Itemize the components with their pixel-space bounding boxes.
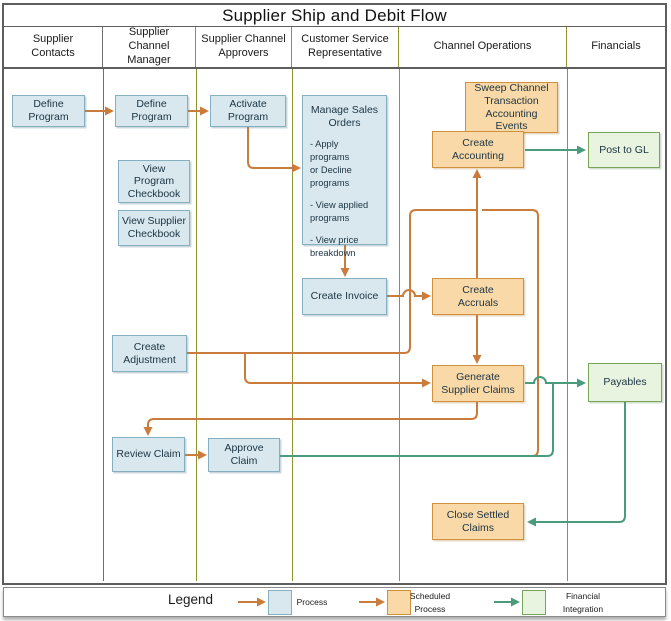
lane-divider (567, 69, 568, 581)
lane-header-channel-operations: Channel Operations (399, 27, 567, 67)
node-payables: Payables (588, 363, 662, 402)
node-post-to-gl: Post to GL (588, 132, 660, 168)
node-create-invoice: Create Invoice (302, 278, 387, 315)
lane-divider (399, 69, 400, 581)
legend-swatch-financial (522, 590, 546, 615)
legend (3, 587, 666, 617)
lane-divider (196, 69, 197, 581)
node-review-claim: Review Claim (112, 437, 185, 472)
legend-swatch-process (268, 590, 292, 615)
lane-header-financials: Financials (591, 40, 641, 53)
lane-divider (292, 69, 293, 581)
legend-swatch-scheduled (387, 590, 411, 615)
lane-divider (103, 69, 104, 581)
legend-label: Legend (168, 592, 214, 607)
legend-item-label-process: Process (296, 597, 328, 608)
diagram-title: Supplier Ship and Debit Flow (4, 5, 665, 27)
